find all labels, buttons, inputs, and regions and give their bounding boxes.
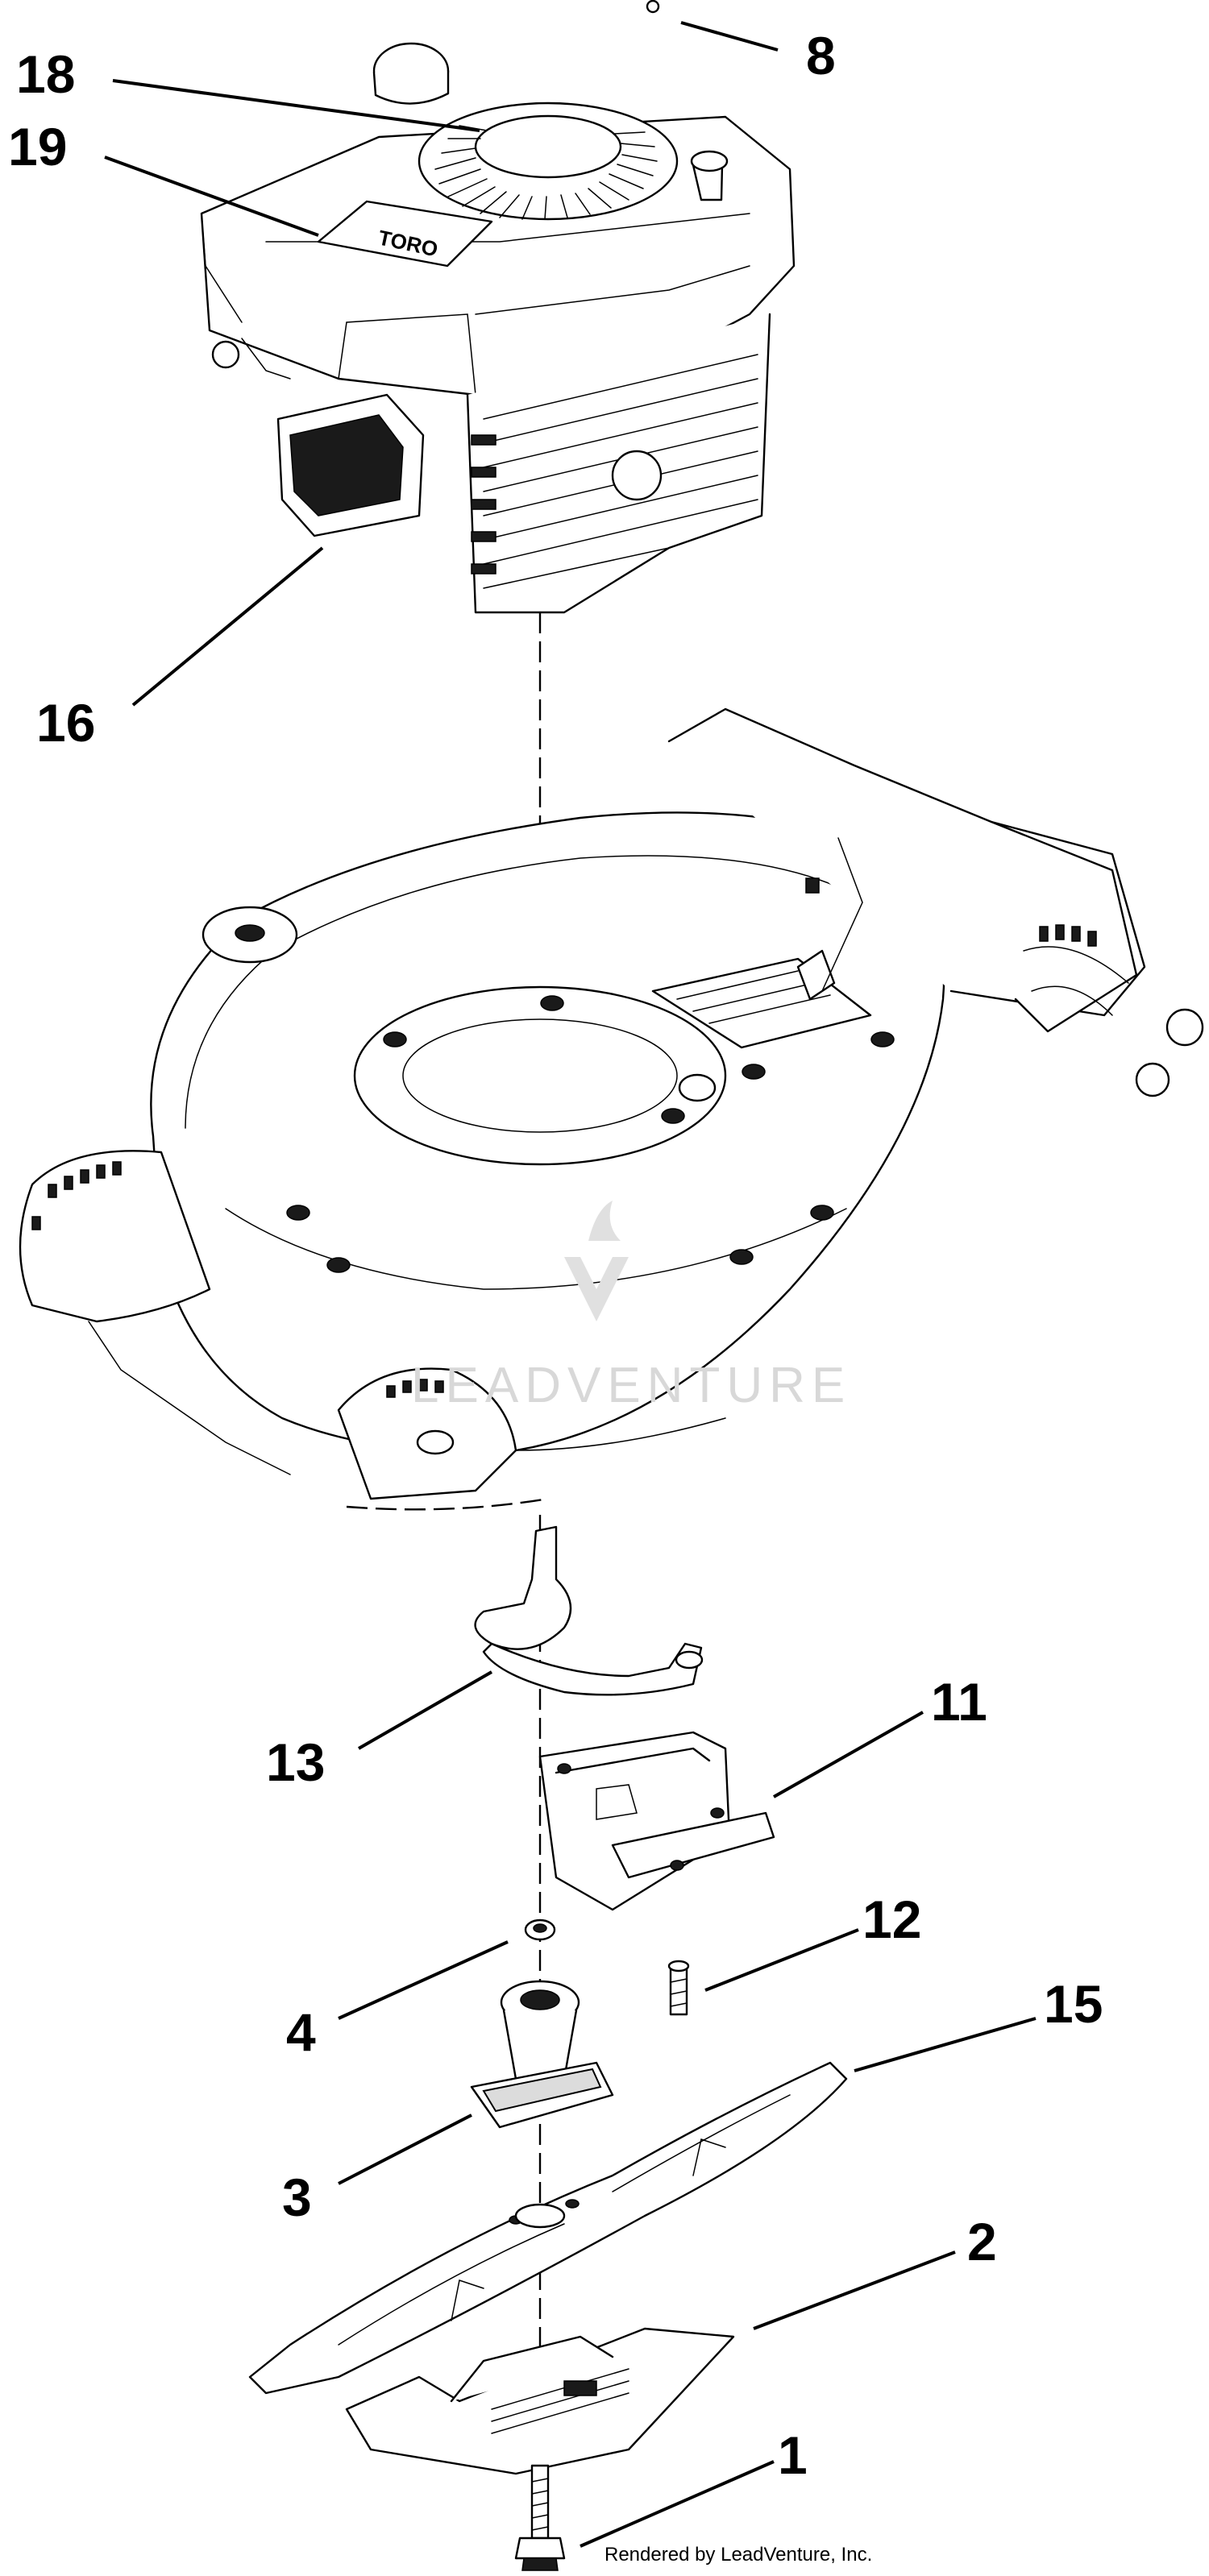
leader-1 <box>580 2460 775 2548</box>
leader-18 <box>112 79 480 132</box>
fan-grille-lines <box>434 125 658 220</box>
leader-15 <box>854 2017 1037 2072</box>
callout-16: 16 <box>36 693 95 753</box>
watermark: LEADVENTURE <box>411 1201 851 1413</box>
leader-lines <box>104 0 1037 2548</box>
callout-8: 8 <box>806 26 836 85</box>
engine-assembly: TORO <box>200 42 796 614</box>
watermark-text: LEADVENTURE <box>411 1358 851 1413</box>
part-12-bolt <box>667 1960 690 2016</box>
callout-4: 4 <box>286 2002 316 2062</box>
cooling-fins <box>471 354 758 589</box>
callout-2: 2 <box>967 2212 997 2271</box>
leader-19 <box>104 156 319 237</box>
callout-3: 3 <box>282 2167 312 2227</box>
plate-ribs <box>491 2368 629 2434</box>
callout-13: 13 <box>266 1732 325 1792</box>
leader-3 <box>338 2113 472 2185</box>
part-15-blade <box>248 2061 848 2395</box>
leader-4 <box>338 1940 509 2020</box>
callout-labels: 8 18 19 16 13 11 4 12 15 3 2 1 <box>8 26 1103 2485</box>
part-4-washer <box>524 1919 556 1941</box>
leader-8 <box>680 21 779 52</box>
height-adjust-teeth <box>1039 924 1097 947</box>
part-13-baffle <box>474 1525 704 1696</box>
callout-1: 1 <box>778 2425 808 2485</box>
leader-2 <box>753 2250 956 2330</box>
chute-left-ribs <box>31 1161 122 1230</box>
leader-13 <box>358 1670 492 1750</box>
callout-11: 11 <box>931 1672 987 1732</box>
callout-19: 19 <box>8 117 67 176</box>
leader-12 <box>704 1928 859 1992</box>
part-2-mulch-plate <box>345 2327 735 2475</box>
callout-18: 18 <box>16 44 75 104</box>
callout-12: 12 <box>862 1889 921 1949</box>
part-11-bracket <box>538 1731 775 1911</box>
leader-11 <box>773 1711 924 1798</box>
chute-right-ribs <box>386 1379 444 1398</box>
part-3-blade-adapter <box>470 1980 614 2129</box>
callout-15: 15 <box>1044 1974 1103 2034</box>
leader-16 <box>131 546 324 707</box>
render-credit: Rendered by LeadVenture, Inc. <box>604 2544 872 2566</box>
deck-bolts <box>286 995 895 1273</box>
mower-deck <box>19 707 1204 1511</box>
part-1-blade-bolt <box>514 2464 566 2571</box>
